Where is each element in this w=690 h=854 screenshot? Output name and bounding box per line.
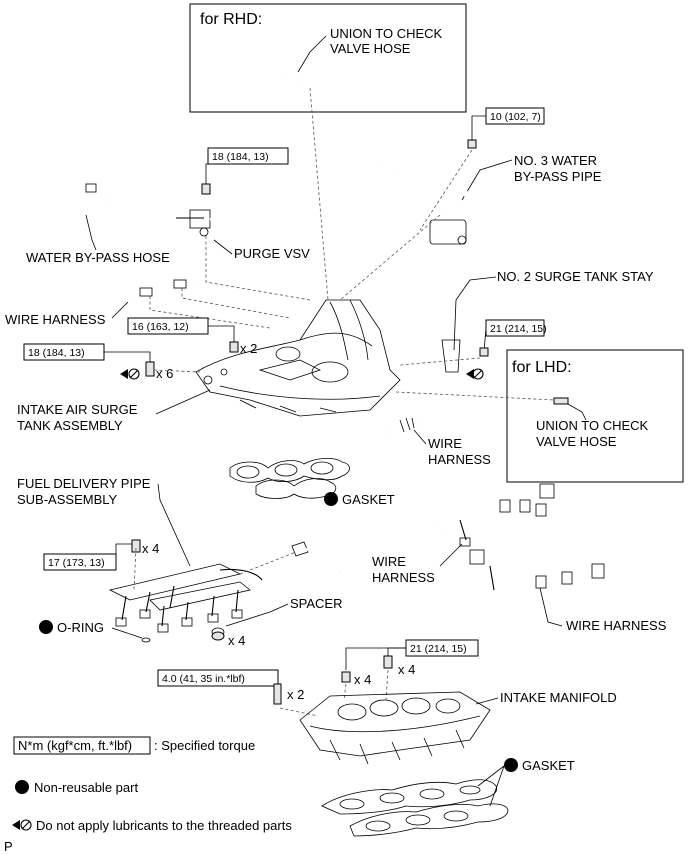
wire-h2-label-2: HARNESS (428, 452, 491, 467)
gasket-2-part (321, 779, 509, 837)
rhd-inset-box (189, 3, 467, 113)
qty-x4-d: x 4 (398, 662, 415, 677)
fuel-label-1: FUEL DELIVERY PIPE (17, 476, 151, 491)
lhd-union-label-1: UNION TO CHECK (536, 418, 649, 433)
intake-manifold-label: INTAKE MANIFOLD (500, 690, 617, 705)
footer-mark: P (4, 839, 13, 854)
wire-harness-1-label: WIRE HARNESS (5, 312, 106, 327)
qty-x2-b: x 2 (287, 687, 304, 702)
no3-water-bypass-pipe (379, 151, 493, 250)
non-reusable-icon (15, 780, 29, 794)
bolt-16-icon (229, 341, 239, 353)
gasket-1-part (229, 458, 350, 499)
no-lube-symbol-tank (120, 368, 140, 380)
bolt-stay-icon (479, 347, 489, 357)
non-reusable-dot-gasket-2 (504, 758, 518, 772)
legend-non-reusable: Non-reusable part (34, 780, 138, 795)
bolt-17-icon (131, 539, 141, 553)
torque-2: 18 (184, 13) (212, 151, 269, 163)
torque-1: 10 (102, 7) (490, 111, 541, 123)
wire-harness-4 (469, 549, 605, 591)
bolt-18-icon (145, 361, 155, 377)
qty-x6: x 6 (156, 366, 173, 381)
torque-box-2 (207, 147, 289, 165)
rhd-union-part (280, 73, 299, 89)
gasket-1-label: GASKET (342, 492, 395, 507)
nut-21-icon (341, 671, 351, 683)
stud-bolt-icon (273, 683, 282, 705)
lhd-title: for LHD: (512, 359, 572, 376)
non-reusable-dot-gasket-1 (324, 492, 338, 506)
wire-h3-label-2: HARNESS (372, 570, 435, 585)
legend-torque-box (13, 736, 151, 755)
fuel-label-2: SUB-ASSEMBLY (17, 492, 118, 507)
torque-3: 16 (163, 12) (132, 321, 189, 333)
no2-stay-label: NO. 2 SURGE TANK STAY (497, 269, 654, 284)
water-bypass-hose-label: WATER BY-PASS HOSE (26, 250, 170, 265)
torque-4: 18 (184, 13) (28, 347, 85, 359)
legend-torque-desc: : Specified torque (154, 738, 255, 753)
oring-part (141, 637, 151, 643)
torque-6: 17 (173, 13) (48, 557, 105, 569)
bolt-21-icon (383, 655, 393, 669)
rhd-union-leader (297, 35, 327, 73)
spacer-part (211, 627, 225, 641)
wire-harness-4-label: WIRE HARNESS (566, 618, 667, 633)
rhd-union-label-1: UNION TO CHECK (330, 26, 443, 41)
wire-harness-3 (439, 483, 555, 547)
non-reusable-dot-oring (39, 620, 53, 634)
wire-h3-label-1: WIRE (372, 554, 406, 569)
legend-torque-unit: N*m (kgf*cm, ft.*lbf) (18, 738, 132, 753)
intake-label-1: INTAKE AIR SURGE (17, 402, 138, 417)
water-bypass-hose (73, 181, 112, 232)
rhd-title: for RHD: (200, 11, 262, 28)
intake-manifold (299, 691, 491, 765)
qty-x4-b: x 4 (228, 633, 245, 648)
intake-air-surge-tank (195, 299, 401, 417)
torque-7: 21 (214, 15) (410, 643, 467, 655)
qty-x4-c: x 4 (354, 672, 371, 687)
wire-h2-label-1: WIRE (428, 436, 462, 451)
bolt-10-icon (467, 139, 477, 149)
intake-label-2: TANK ASSEMBLY (17, 418, 123, 433)
qty-x4-a: x 4 (142, 541, 159, 556)
no2-surge-tank-stay (441, 339, 461, 373)
rhd-union-label-2: VALVE HOSE (330, 41, 411, 56)
bolt-vsv-icon (201, 183, 211, 195)
no3-label-1: NO. 3 WATER (514, 153, 597, 168)
no-lube-symbol-stay (466, 368, 484, 380)
wire-harness-2 (384, 417, 421, 435)
no3-label-2: BY-PASS PIPE (514, 169, 602, 184)
lhd-union-label-2: VALVE HOSE (536, 434, 617, 449)
spacer-label: SPACER (290, 596, 343, 611)
purge-vsv-label: PURGE VSV (234, 246, 310, 261)
oring-label: O-RING (57, 620, 104, 635)
rhd-dash (309, 87, 329, 301)
lhd-inset-box (506, 349, 684, 483)
torque-8: 4.0 (41, 35 in.*lbf) (162, 673, 245, 685)
torque-5: 21 (214, 15) (490, 323, 547, 335)
legend-no-lube: Do not apply lubricants to the threaded … (36, 818, 292, 833)
qty-x2-a: x 2 (240, 341, 257, 356)
lhd-union-part (553, 397, 569, 405)
gasket-2-label: GASKET (522, 758, 575, 773)
wire-harness-1 (114, 279, 201, 312)
purge-vsv (176, 204, 257, 237)
no-lube-icon (12, 819, 32, 831)
